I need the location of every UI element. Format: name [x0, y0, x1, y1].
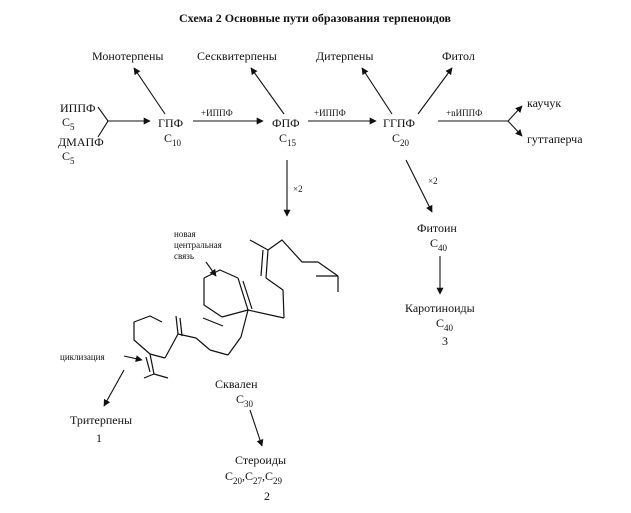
- steroids-formula: C20,C27,C29: [225, 469, 283, 486]
- phytol-label: Фитол: [442, 49, 475, 63]
- gutta-label: гуттаперча: [527, 132, 583, 146]
- fpp-to-ggpp-label: +ИППФ: [314, 108, 346, 118]
- new-bond-note-line1: новая: [174, 229, 196, 239]
- squalene-structure: [133, 239, 339, 379]
- ggpp-dimer-label: ×2: [428, 176, 438, 186]
- ggpp-formula: C20: [392, 131, 410, 148]
- squalene-formula: C30: [236, 392, 254, 409]
- monoterpenes-label: Монотерпены: [92, 49, 163, 63]
- arrow-ggpp-to-phytol: [417, 67, 453, 115]
- ipp-label: ИППФ: [60, 101, 95, 115]
- fpp-label: ФПФ: [272, 116, 300, 130]
- gpp-formula: C10: [164, 131, 182, 148]
- arrow-squalene-to-triterpenes: [103, 369, 125, 407]
- dmapp-label: ДМАПФ: [58, 135, 104, 149]
- new-bond-pointer: [205, 261, 217, 277]
- fpp-formula: C15: [279, 131, 297, 148]
- arrow-squalene-to-steroids: [249, 409, 264, 447]
- arrow-to-gutta: [507, 120, 523, 137]
- carotenoids-formula: C40: [436, 316, 454, 333]
- arrow-to-rubber: [507, 105, 523, 122]
- phytoene-label: Фитоин: [417, 221, 457, 235]
- triterpenes-label: Тритерпены: [70, 413, 132, 427]
- arrow-fpp-to-sesquiterpenes: [250, 67, 285, 115]
- carotenoids-number: 3: [442, 334, 448, 348]
- steroids-number: 2: [264, 489, 270, 503]
- squalene-label: Сквален: [215, 377, 258, 391]
- phytoene-formula: C40: [430, 236, 448, 253]
- dmapp-formula: C5: [62, 149, 75, 166]
- gpp-to-fpp-label: +ИППФ: [201, 108, 233, 118]
- cyclization-pointer: [123, 355, 143, 363]
- gpp-label: ГПФ: [158, 116, 183, 130]
- carotenoids-label: Каротиноиды: [405, 301, 475, 315]
- steroids-label: Стероиды: [235, 453, 286, 467]
- ggpp-label: ГГПФ: [383, 116, 415, 130]
- rubber-label: каучук: [527, 96, 561, 110]
- arrow-ggpp-dimer: [405, 159, 433, 213]
- ipp-formula: C5: [62, 115, 75, 132]
- arrow-gpp-to-monoterpenes: [133, 67, 166, 115]
- cyclization-note: циклизация: [60, 352, 105, 362]
- new-bond-note-line2: центральная: [174, 240, 222, 250]
- fpp-dimer-label: ×2: [293, 184, 303, 194]
- arrow-ggpp-to-diterpenes: [361, 67, 393, 115]
- sesquiterpenes-label: Сесквитерпены: [197, 49, 277, 63]
- scheme-title: Схема 2 Основные пути образования терпен…: [179, 11, 452, 25]
- ggpp-to-polyprenes-label: +nИППФ: [446, 108, 482, 118]
- triterpenes-number: 1: [96, 431, 102, 445]
- diterpenes-label: Дитерпены: [316, 49, 373, 63]
- condensation-bracket: [97, 106, 109, 138]
- new-bond-note-line3: связь: [174, 251, 194, 261]
